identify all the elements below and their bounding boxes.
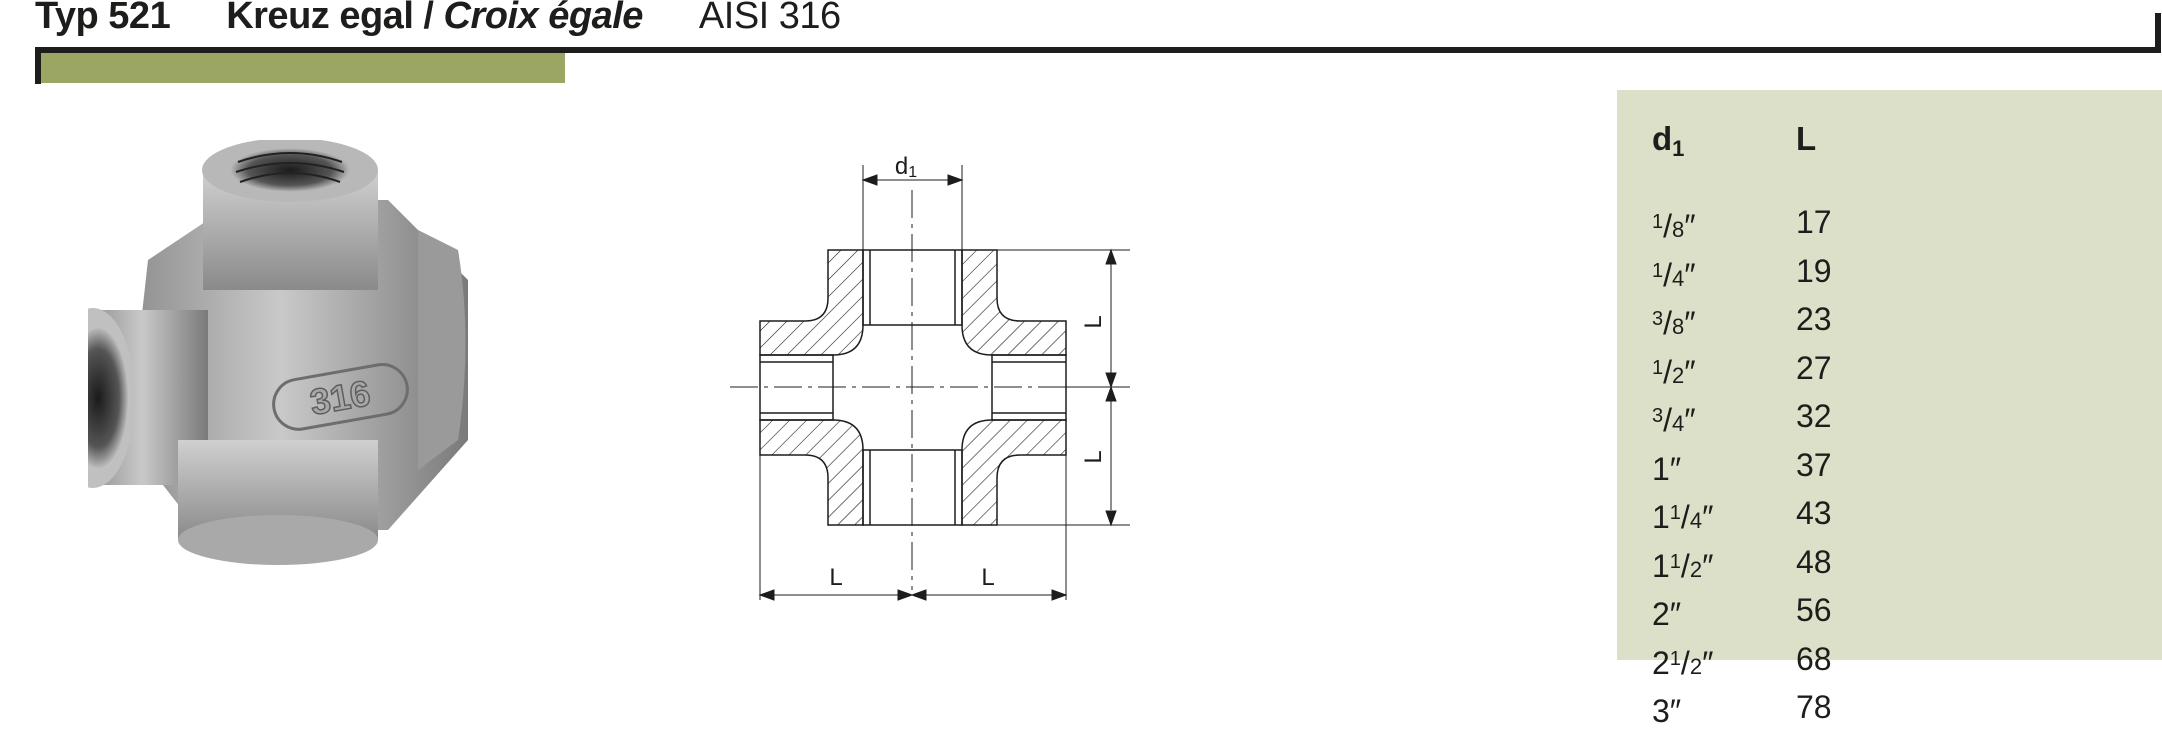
spacer-cell — [1652, 184, 1796, 202]
product-photo: 316 — [88, 140, 468, 565]
table-row: 3/4″ 32 — [1652, 396, 1832, 445]
material-grade: AISI 316 — [698, 0, 841, 37]
cell-L: 23 — [1796, 301, 1832, 337]
table-row: 11/4″ 43 — [1652, 493, 1832, 542]
table-row: 1/2″ 27 — [1652, 348, 1832, 397]
cell-d1: 21/2″ — [1652, 644, 1714, 681]
spacer-cell — [1796, 184, 1832, 202]
dim-label-L-upper: L — [1080, 315, 1107, 328]
product-name-fr: Croix égale — [443, 0, 644, 37]
cell-L: 32 — [1796, 398, 1832, 434]
column-header-d1: d1 — [1652, 120, 1685, 161]
cell-L: 56 — [1796, 592, 1832, 628]
cell-L: 78 — [1796, 689, 1832, 725]
column-header-L: L — [1796, 120, 1817, 157]
cell-d1: 2″ — [1652, 596, 1682, 632]
cell-L: 48 — [1796, 543, 1832, 580]
cell-L: 17 — [1796, 204, 1832, 240]
dim-label-d1: d1 — [895, 153, 917, 181]
cell-d1: 3/4″ — [1652, 402, 1696, 438]
header-rule — [35, 47, 2158, 53]
table-row: 11/2″ 48 — [1652, 542, 1832, 591]
dimension-table: d1 L 1/8″ 17 1/4″ 19 3/8″ 23 1/2″ 27 3/4… — [1652, 120, 1832, 736]
table-row: 1/8″ 17 — [1652, 202, 1832, 251]
dimension-table-panel: d1 L 1/8″ 17 1/4″ 19 3/8″ 23 1/2″ 27 3/4… — [1617, 90, 2162, 729]
technical-drawing: d1 L L L L — [730, 153, 1130, 601]
table-header-row: d1 L — [1652, 120, 1832, 184]
cell-d1: 1″ — [1652, 450, 1682, 487]
dim-label-L-right: L — [981, 564, 994, 591]
product-name-de: Kreuz egal / — [226, 0, 444, 37]
marking-316: 316 — [272, 363, 409, 431]
page-title: Typ 521 Kreuz egal / Croix égale AISI 316 — [35, 0, 841, 38]
cell-d1: 3/8″ — [1652, 305, 1696, 341]
cell-L: 68 — [1796, 640, 1832, 677]
accent-bar — [41, 53, 565, 83]
table-row: 1/4″ 19 — [1652, 251, 1832, 300]
header-rule-left-tick — [35, 47, 41, 84]
header-rule-end-tick — [2155, 13, 2161, 53]
table-row: 3/8″ 23 — [1652, 299, 1832, 348]
table-row: 21/2″ 68 — [1652, 639, 1832, 688]
cell-d1: 11/2″ — [1652, 547, 1714, 584]
table-row: 3″ 78 — [1652, 687, 1832, 736]
cell-d1: 1/8″ — [1652, 208, 1696, 244]
dim-label-L-left: L — [829, 564, 842, 591]
type-number: Typ 521 — [35, 0, 171, 37]
cell-d1: 1/2″ — [1652, 353, 1696, 390]
cell-d1: 1/4″ — [1652, 256, 1696, 293]
cell-d1: 11/4″ — [1652, 499, 1714, 535]
cell-d1: 3″ — [1652, 693, 1682, 729]
table-row: 2″ 56 — [1652, 590, 1832, 639]
table-row: 1″ 37 — [1652, 445, 1832, 494]
table-spacer — [1652, 184, 1832, 202]
dim-label-L-lower: L — [1080, 450, 1107, 463]
cell-L: 37 — [1796, 446, 1832, 483]
cell-L: 27 — [1796, 349, 1832, 386]
cell-L: 43 — [1796, 495, 1832, 531]
cell-L: 19 — [1796, 252, 1832, 289]
